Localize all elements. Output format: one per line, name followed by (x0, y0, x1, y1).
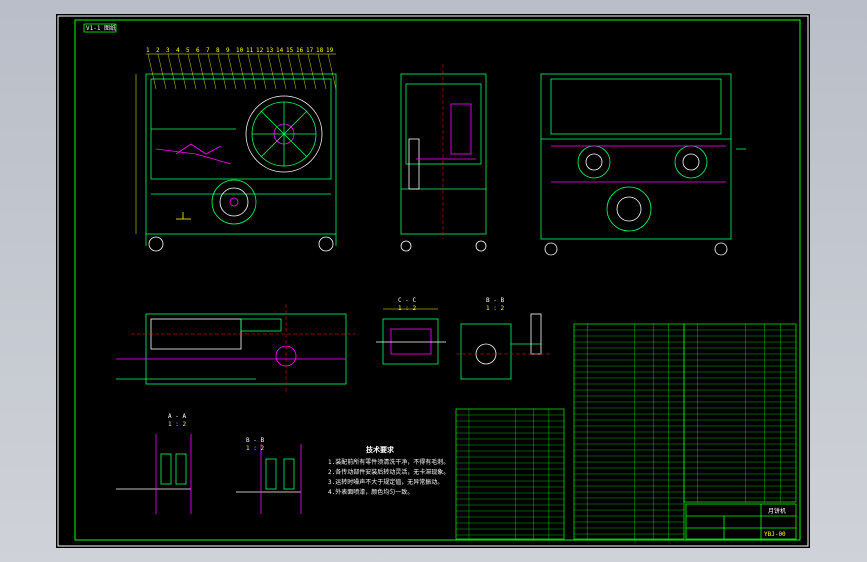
leader-line (277, 53, 287, 90)
parts-list-table (683, 323, 797, 503)
notes-line: 4.外表面喷漆，颜色均匀一致。 (328, 488, 413, 496)
section-aa-label: A - A (168, 413, 186, 420)
sheet-tag-box (83, 23, 117, 33)
leader-line (247, 53, 257, 90)
balloon-label: 18 (316, 47, 324, 54)
balloon-label: 19 (326, 47, 334, 54)
section-cc-view (376, 308, 446, 365)
leader-line (197, 53, 207, 90)
balloon-label: 16 (296, 47, 304, 54)
outer-frame (57, 15, 809, 547)
title-block-name: 月饼机 (768, 507, 786, 515)
side-view (400, 64, 487, 252)
leader-line (307, 53, 317, 90)
leader-line (187, 53, 197, 90)
leader-line (157, 53, 167, 90)
section-cc-scale: 1 : 2 (398, 305, 416, 312)
notes-line: 2.各传动部件安装后转动灵活，无卡滞现象。 (328, 468, 449, 476)
balloon-label: 3 (166, 47, 170, 54)
parts-list (455, 323, 797, 540)
balloon-label: 5 (186, 47, 190, 54)
balloon-label: 7 (206, 47, 210, 54)
section-aa-view (116, 434, 192, 514)
plan-view (116, 304, 356, 394)
balloon-label: 13 (266, 47, 274, 54)
balloon-label: 14 (276, 47, 284, 54)
leader-line (167, 53, 177, 90)
balloon-label: 9 (226, 47, 230, 54)
leader-line (227, 53, 237, 90)
balloon-label: 15 (286, 47, 294, 54)
inner-frame (74, 19, 801, 541)
section-cc-label: C - C (398, 297, 416, 304)
section-bb-detail-label: B - B (486, 297, 504, 304)
section-bb-view (236, 444, 302, 514)
leader-line (297, 53, 307, 90)
parts-list-table (455, 408, 565, 540)
balloon-label: 2 (156, 47, 160, 54)
front-view (135, 53, 337, 252)
leader-line (327, 53, 337, 90)
section-aa-scale: 1 : 2 (168, 421, 186, 428)
sheet-tag: V1-1 图纸 (86, 24, 116, 32)
title-block (685, 503, 797, 540)
leader-line (267, 53, 277, 90)
leader-line (257, 53, 267, 90)
section-bb-detail-scale: 1 : 2 (486, 305, 504, 312)
balloon-label: 11 (246, 47, 254, 54)
parts-list-table (573, 323, 685, 540)
balloon-label: 8 (216, 47, 220, 54)
notes-line: 3.运转时噪声不大于规定值，无异常振动。 (328, 478, 443, 486)
title-block-drawing-no: YBJ-00 (764, 531, 786, 538)
section-bb-scale: 1 : 2 (246, 445, 264, 452)
rear-view (540, 73, 746, 256)
leader-line (287, 53, 297, 90)
balloon-label: 4 (176, 47, 180, 54)
drawing-sheet: V1-1 图纸 (56, 14, 810, 548)
leader-line (147, 53, 157, 90)
balloon-label: 1 (146, 47, 150, 54)
leader-line (237, 53, 247, 90)
balloon-label: 17 (306, 47, 314, 54)
leader-line (217, 53, 227, 90)
leader-line (317, 53, 327, 90)
notes-title: 技术要求 (366, 445, 395, 454)
balloon-label: 12 (256, 47, 264, 54)
section-bb-label: B - B (246, 437, 264, 444)
leader-line (177, 53, 187, 90)
section-bb-detail-view (456, 313, 551, 380)
leader-line (207, 53, 217, 90)
balloon-label: 10 (236, 47, 244, 54)
balloon-label: 6 (196, 47, 200, 54)
drawing-canvas[interactable]: V1-1 图纸 (56, 14, 810, 548)
notes-line: 1.装配前所有零件须清洗干净，不得有毛刺。 (328, 458, 449, 466)
